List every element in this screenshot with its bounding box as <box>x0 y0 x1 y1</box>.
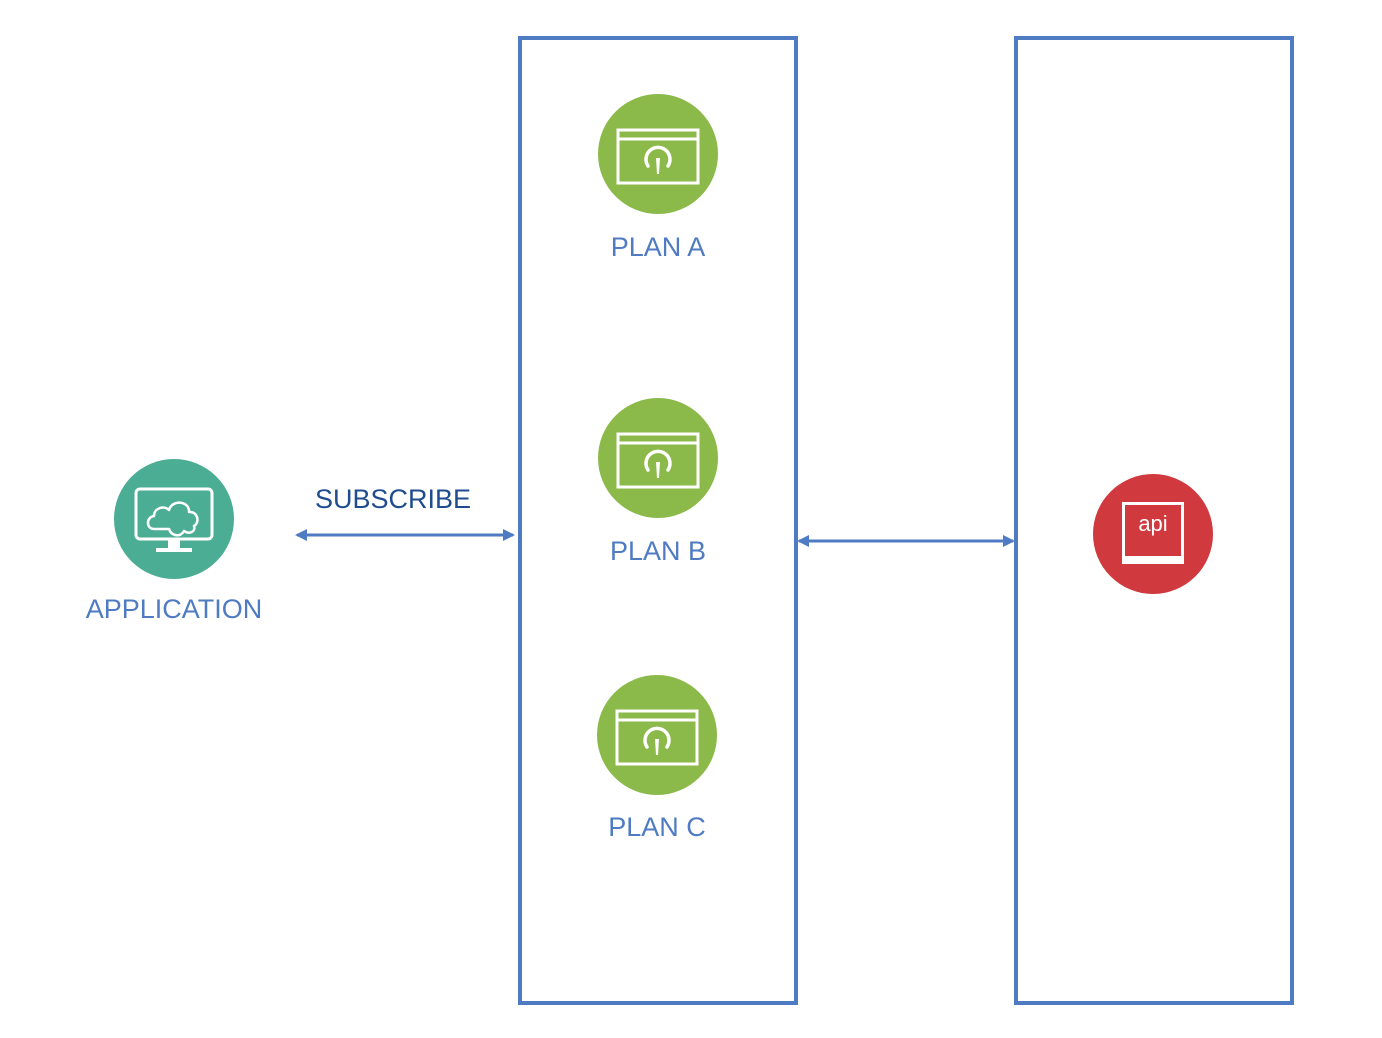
api-icon-label: api <box>1138 511 1168 536</box>
application-node[interactable] <box>114 459 234 579</box>
plan-c-label: PLAN C <box>608 812 706 842</box>
api-document-icon: api <box>1122 502 1184 564</box>
application-label: APPLICATION <box>85 594 263 624</box>
plan-a-node[interactable] <box>598 94 718 214</box>
plan-b-node[interactable] <box>598 398 718 518</box>
plan-b-label: PLAN B <box>609 536 707 566</box>
plan-c-node[interactable] <box>597 675 717 795</box>
gauge-window-icon <box>615 709 699 766</box>
gauge-window-icon <box>616 128 700 185</box>
gauge-window-icon <box>616 432 700 489</box>
subscribe-label: SUBSCRIBE <box>315 484 472 514</box>
cloud-monitor-icon <box>134 487 214 552</box>
api-node[interactable]: api <box>1093 474 1213 594</box>
plan-a-label: PLAN A <box>610 232 706 262</box>
